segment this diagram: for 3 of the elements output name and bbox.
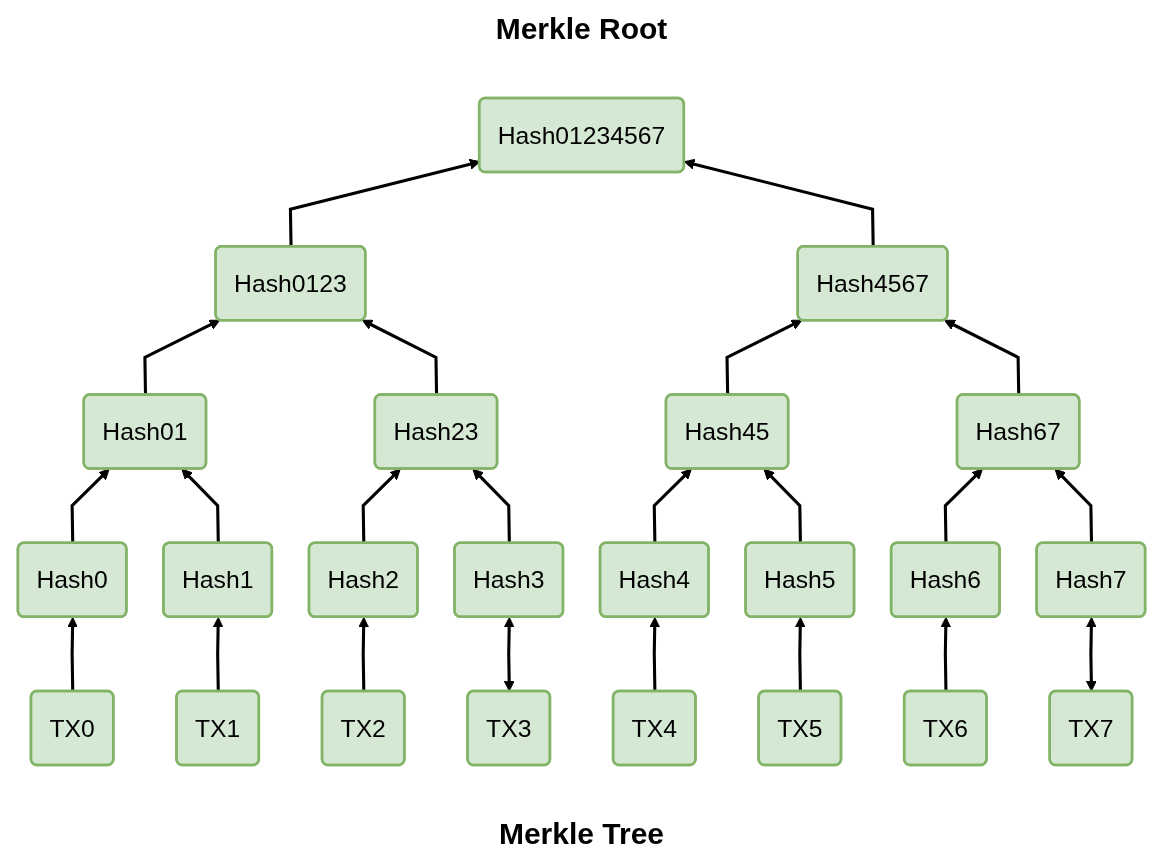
caption: Merkle Tree: [498, 817, 665, 851]
root-heading: Merkle Root: [495, 12, 668, 46]
arrow: [683, 158, 875, 247]
